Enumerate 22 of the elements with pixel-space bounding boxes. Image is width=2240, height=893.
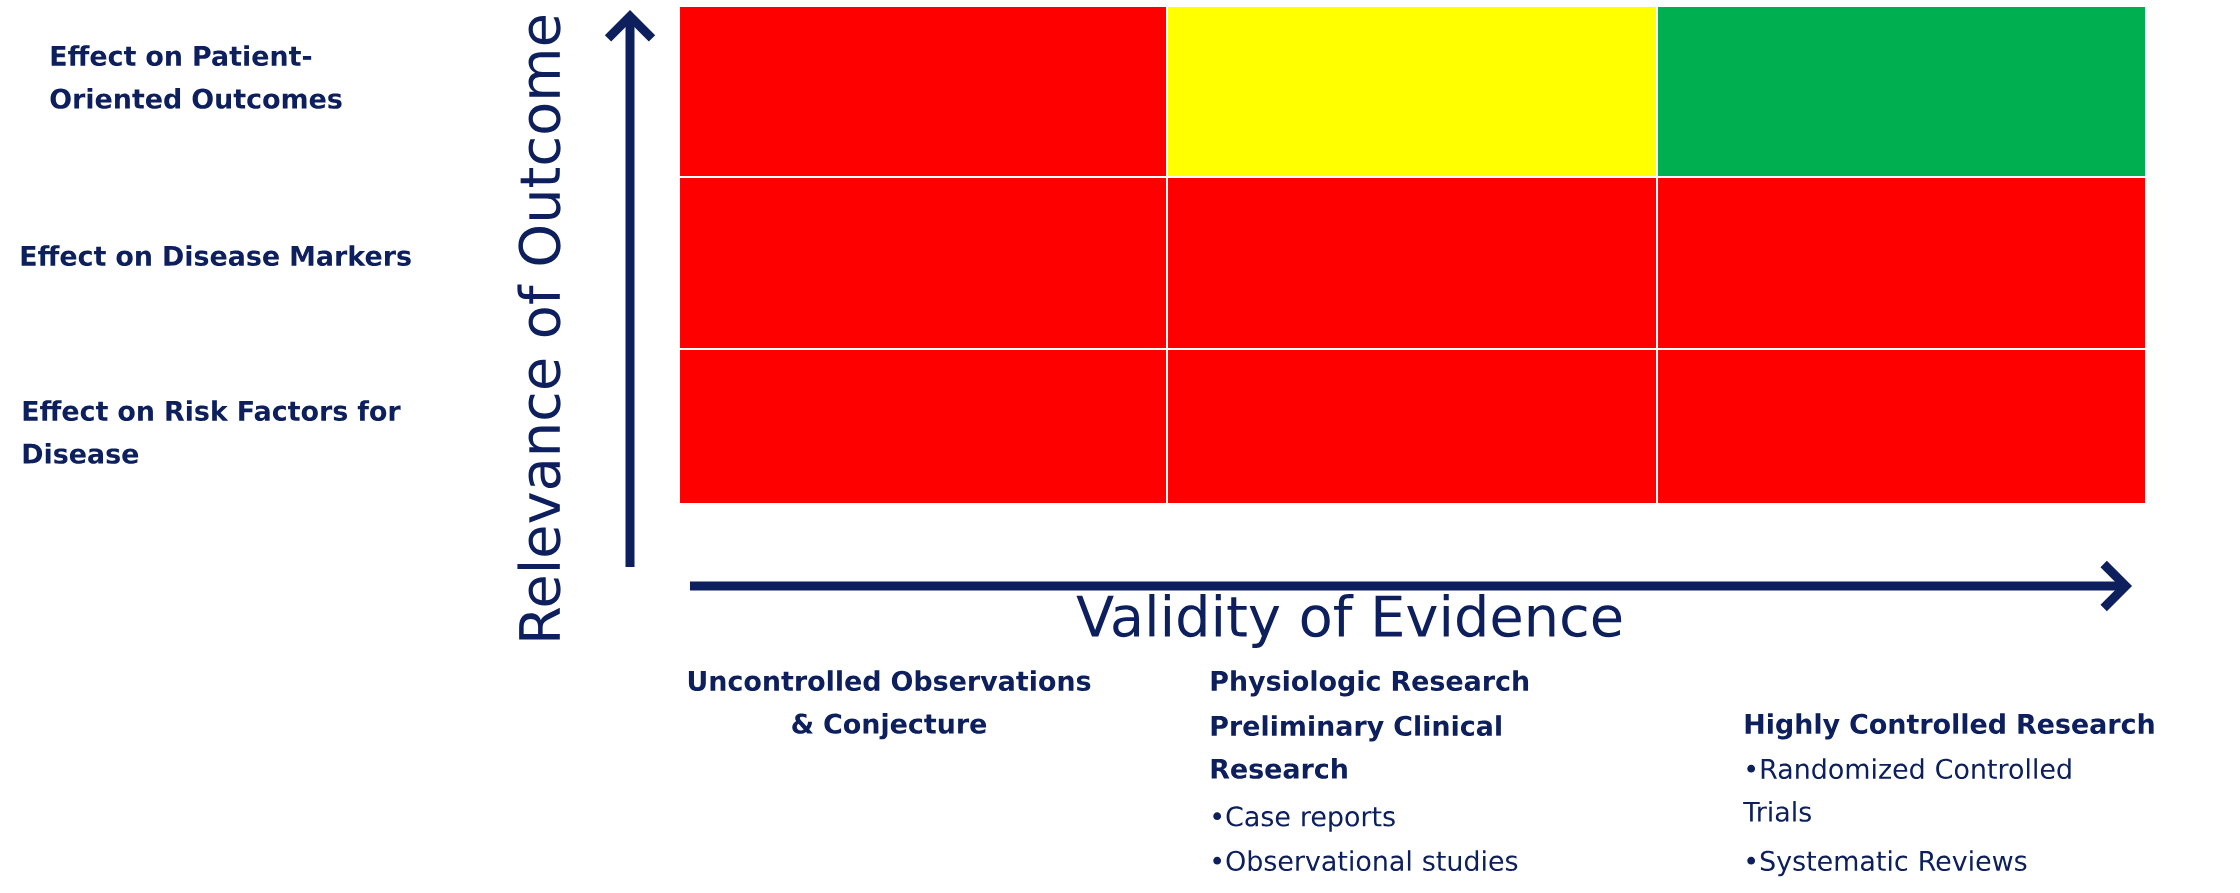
grid-cell [1656, 176, 2148, 350]
grid-cell [1166, 348, 1658, 505]
grid-cell [678, 5, 1168, 178]
list-item: •Observational studies [1213, 850, 1518, 871]
grid-cell [1166, 5, 1658, 178]
grid-cell [1656, 348, 2148, 505]
list-item: •Case reports [1213, 806, 1395, 832]
row-label: Effect on Patient-Oriented Outcomes [50, 45, 342, 109]
list-item: •Systematic Reviews [1747, 850, 2027, 877]
list-item: •Randomized Controlled Trials [1743, 758, 2071, 822]
column-label: Uncontrolled Observations & Conjecture [688, 670, 1091, 740]
column-label: Physiologic Research [1211, 670, 1529, 697]
grid-cell [678, 176, 1168, 350]
grid-cell [1656, 5, 2148, 178]
axis-title: Relevance of Outcome [517, 16, 561, 640]
row-label: Effect on Risk Factors for Disease [23, 400, 401, 464]
grid-cell [1166, 176, 1658, 350]
axis-title: Validity of Evidence [1076, 594, 1622, 648]
column-label: Preliminary Clinical Research [1211, 715, 1501, 779]
column-label: Highly Controlled Research [1745, 713, 2154, 740]
row-label: Effect on Disease Markers [21, 245, 411, 266]
grid-cell [678, 348, 1168, 505]
